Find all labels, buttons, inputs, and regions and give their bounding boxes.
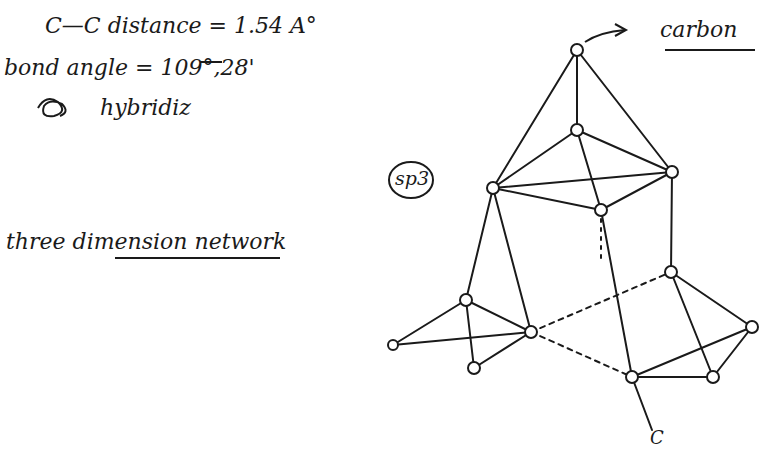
note-text: three dimension network [6,230,286,254]
bonds [393,50,752,430]
note-text: C—C distance = 1.54 A° [45,14,317,38]
arrow-head [615,24,626,36]
underline [115,257,280,259]
note-text: hybridiz [100,96,191,120]
note-text: carbon [660,18,737,42]
leader-arrow [585,30,625,42]
underline [665,49,755,51]
scribble [38,99,66,116]
note-text: bond angle = 109°,28' [4,56,254,80]
circle-mark [389,162,433,198]
note-text: sp3 [395,168,429,189]
note-text: C [650,428,664,448]
carbon-atoms [388,44,758,383]
